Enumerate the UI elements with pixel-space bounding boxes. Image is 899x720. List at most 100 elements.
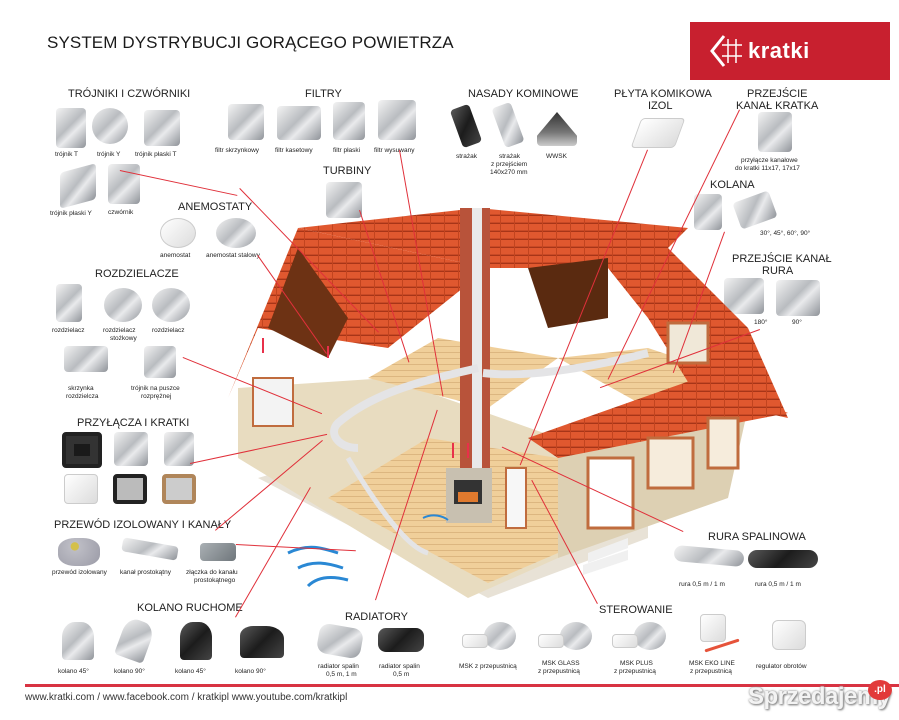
caption-kolana: 30°, 45°, 60°, 90°	[760, 230, 811, 237]
section-heading-sterowanie: STEROWANIE	[599, 604, 673, 616]
caption-trojnik-plaski-y: trójnik płaski Y	[50, 210, 92, 217]
section-heading-filtry: FILTRY	[305, 88, 342, 100]
section-heading-plyta-2: IZOL	[648, 100, 673, 112]
caption-msk-eko-2: z przepustnicą	[690, 668, 732, 675]
caption-skrzynka-2: rozdzielcza	[66, 393, 99, 400]
rozdzielacz-stozkowy-image[interactable]	[104, 288, 142, 322]
kolano-45-stal-image[interactable]	[62, 622, 94, 660]
radiator-czarny-image[interactable]	[378, 628, 424, 652]
przylacze-wentylator-image[interactable]	[114, 432, 148, 466]
section-heading-przejscie-rura-2: RURA	[762, 265, 794, 277]
house-cutaway-illustration	[228, 208, 788, 598]
caption-msk-plus-2: z przepustnicą	[614, 668, 656, 675]
skrzynka-rozdzielcza-image[interactable]	[64, 346, 108, 372]
caption-filtr-kasetowy: filtr kasetowy	[275, 147, 313, 154]
section-heading-przejscie-kratka-2: KANAŁ KRATKA	[736, 100, 819, 112]
footer-divider	[25, 684, 899, 687]
caption-strazak: strażak	[456, 153, 477, 160]
trojnik-y-image[interactable]	[92, 108, 128, 144]
section-heading-turbiny: TURBINY	[323, 165, 372, 177]
caption-anemostat: anemostat	[160, 252, 191, 259]
sprzedajemy-badge: .pl	[868, 680, 892, 700]
przejscie-90-image[interactable]	[776, 280, 820, 316]
caption-kolano-90-czarne: kolano 90°	[235, 668, 266, 675]
msk-plus-image[interactable]	[634, 622, 666, 650]
caption-msk-plus-1: MSK PLUS	[620, 660, 653, 667]
strazak-image[interactable]	[449, 103, 483, 149]
msk-plus-panel-image[interactable]	[612, 634, 638, 648]
caption-wwsk: WWSK	[546, 153, 567, 160]
caption-kanal-prostokatny: kanał prostokątny	[120, 569, 171, 576]
kratka-biala-image[interactable]	[64, 474, 98, 504]
kolano-90-stal-image[interactable]	[114, 616, 156, 664]
caption-rura-stal: rura 0,5 m / 1 m	[679, 581, 725, 588]
rura-czarna-image[interactable]	[748, 550, 818, 568]
caption-radiator-2a: radiator spalin	[379, 663, 420, 670]
caption-strazak-przejscie-2: z przejściem	[491, 161, 528, 168]
kratki-logo-icon	[710, 35, 742, 67]
caption-rozdzielacz-1: rozdzielacz	[52, 327, 85, 334]
trojnik-plaski-y-image[interactable]	[60, 163, 96, 209]
radiator-stal-image[interactable]	[315, 622, 365, 660]
caption-msk-glass-2: z przepustnicą	[538, 668, 580, 675]
przylacze-kanalowe-image[interactable]	[758, 112, 792, 152]
rozdzielacz-2-image[interactable]	[152, 288, 190, 322]
kratki-logo[interactable]: kratki	[690, 22, 890, 80]
trojnik-puszka-image[interactable]	[144, 346, 176, 378]
trojnik-plaski-t-image[interactable]	[144, 110, 180, 146]
caption-przewod-izolowany: przewód izolowany	[52, 569, 107, 576]
section-heading-radiatory: RADIATORY	[345, 611, 408, 623]
przylacze-okragle-image[interactable]	[164, 432, 194, 466]
msk-eko-line-image[interactable]	[700, 614, 726, 642]
wwsk-image[interactable]	[537, 112, 577, 146]
przylacze-czarne-image[interactable]	[62, 432, 102, 468]
caption-rura-czarna: rura 0,5 m / 1 m	[755, 581, 801, 588]
caption-czwornik: czwórnik	[108, 209, 134, 216]
section-heading-przejscie-rura-1: PRZEJŚCIE KANAŁ	[732, 253, 832, 265]
kratka-zlota-image[interactable]	[162, 474, 196, 504]
section-heading-nasady: NASADY KOMINOWE	[468, 88, 579, 100]
trojnik-t-image[interactable]	[56, 108, 86, 148]
caption-trojnik-plaski-t: trójnik płaski T	[135, 151, 177, 158]
rozdzielacz-1-image[interactable]	[56, 284, 82, 322]
caption-rozdzielacz-stozkowy-2: stożkowy	[110, 335, 137, 342]
logo-text: kratki	[748, 38, 810, 63]
caption-anemostat-stalowy: anemostat stalowy	[206, 252, 260, 259]
anemostat-image[interactable]	[160, 218, 196, 248]
caption-strazak-przejscie-3: 140x270 mm	[490, 169, 528, 176]
przewod-izolowany-image[interactable]	[58, 538, 100, 566]
kolano-45-czarne-image[interactable]	[180, 622, 212, 660]
msk-panel-image[interactable]	[462, 634, 488, 648]
filtr-skrzynkowy-image[interactable]	[228, 104, 264, 140]
plyta-izol-image[interactable]	[630, 118, 686, 148]
filtr-kasetowy-image[interactable]	[277, 106, 321, 140]
anemostat-stalowy-image[interactable]	[216, 218, 256, 248]
caption-strazak-przejscie-1: strażak	[499, 153, 520, 160]
msk-glass-panel-image[interactable]	[538, 634, 564, 648]
section-heading-trojniki: TRÓJNIKI I CZWÓRNIKI	[68, 88, 191, 100]
footer-links[interactable]: www.kratki.com / www.facebook.com / krat…	[25, 692, 348, 703]
kolano-kanal-image[interactable]	[694, 194, 722, 230]
kratka-czarna-image[interactable]	[113, 474, 147, 504]
przejscie-180-image[interactable]	[724, 278, 764, 314]
zlaczka-kanalu-image[interactable]	[200, 543, 236, 561]
msk-glass-image[interactable]	[560, 622, 592, 650]
section-heading-anemostaty: ANEMOSTATY	[178, 201, 253, 213]
regulator-obrotow-image[interactable]	[772, 620, 806, 650]
page-title: SYSTEM DYSTRYBUCJI GORĄCEGO POWIETRZA	[47, 33, 454, 52]
caption-trojnik-puszka-2: rozprężnej	[141, 393, 172, 400]
section-heading-rozdzielacze: ROZDZIELACZE	[95, 268, 179, 280]
section-heading-plyta-1: PŁYTA KOMIKOWA	[614, 88, 712, 100]
caption-kolano-45-stal: kolano 45°	[58, 668, 89, 675]
caption-trojnik-puszka-1: trójnik na puszce	[131, 385, 180, 392]
msk-image[interactable]	[484, 622, 516, 650]
section-heading-przylacza: PRZYŁĄCZA I KRATKI	[77, 417, 190, 429]
turbina-image[interactable]	[326, 182, 362, 218]
kolano-90-czarne-image[interactable]	[240, 626, 284, 658]
kanal-prostokatny-image[interactable]	[121, 537, 179, 561]
strazak-przejscie-image[interactable]	[491, 101, 525, 149]
filtr-plaski-image[interactable]	[333, 102, 365, 140]
filtr-wysuwany-image[interactable]	[378, 100, 416, 140]
section-heading-rura-spalinowa: RURA SPALINOWA	[708, 531, 806, 543]
caption-rozdzielacz-stozkowy-1: rozdzielacz	[103, 327, 136, 334]
